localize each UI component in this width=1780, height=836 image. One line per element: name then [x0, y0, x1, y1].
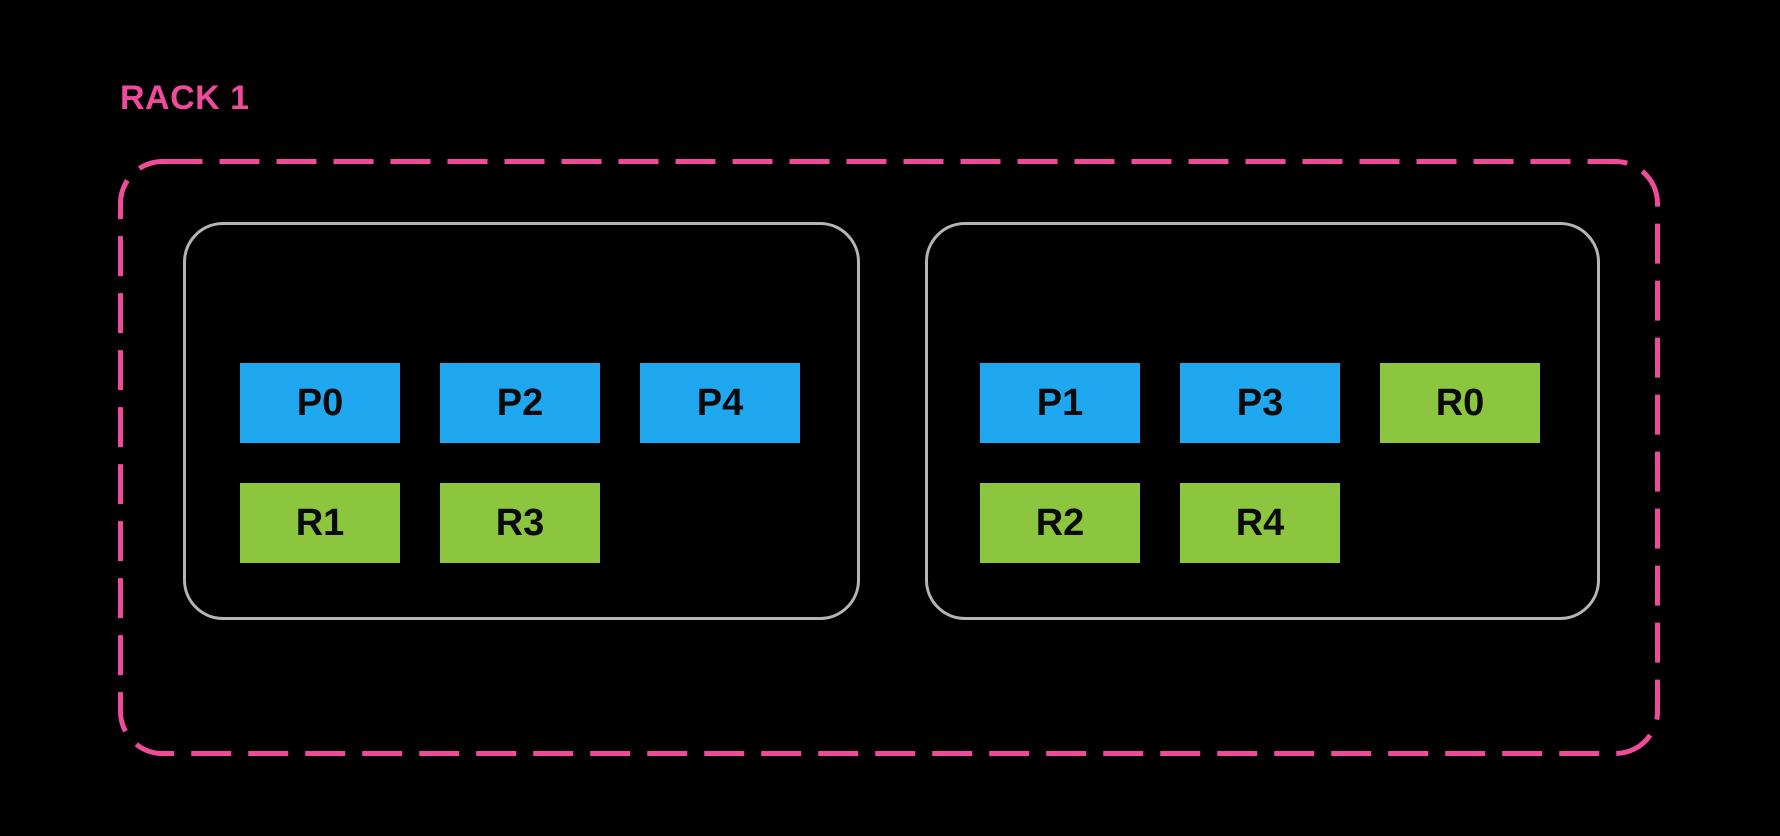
- shard-box-r3: R3: [440, 483, 600, 563]
- shard-box-p2: P2: [440, 363, 600, 443]
- shard-box-p3: P3: [1180, 363, 1340, 443]
- node-1: P0 P2 P4 R1 R3: [183, 222, 860, 620]
- shard-box-r0: R0: [1380, 363, 1540, 443]
- rack-label: RACK 1: [120, 79, 250, 117]
- shard-box-r2: R2: [980, 483, 1140, 563]
- node-2-primary-row: P1 P3 R0: [980, 363, 1540, 443]
- shard-box-p0: P0: [240, 363, 400, 443]
- rack-dashed-border: [118, 159, 1660, 756]
- shard-box-r1: R1: [240, 483, 400, 563]
- node-2-replica-row: R2 R4: [980, 483, 1340, 563]
- node-2: P1 P3 R0 R2 R4: [925, 222, 1600, 620]
- node-1-replica-row: R1 R3: [240, 483, 600, 563]
- shard-box-p1: P1: [980, 363, 1140, 443]
- shard-box-r4: R4: [1180, 483, 1340, 563]
- shard-box-p4: P4: [640, 363, 800, 443]
- node-1-primary-row: P0 P2 P4: [240, 363, 800, 443]
